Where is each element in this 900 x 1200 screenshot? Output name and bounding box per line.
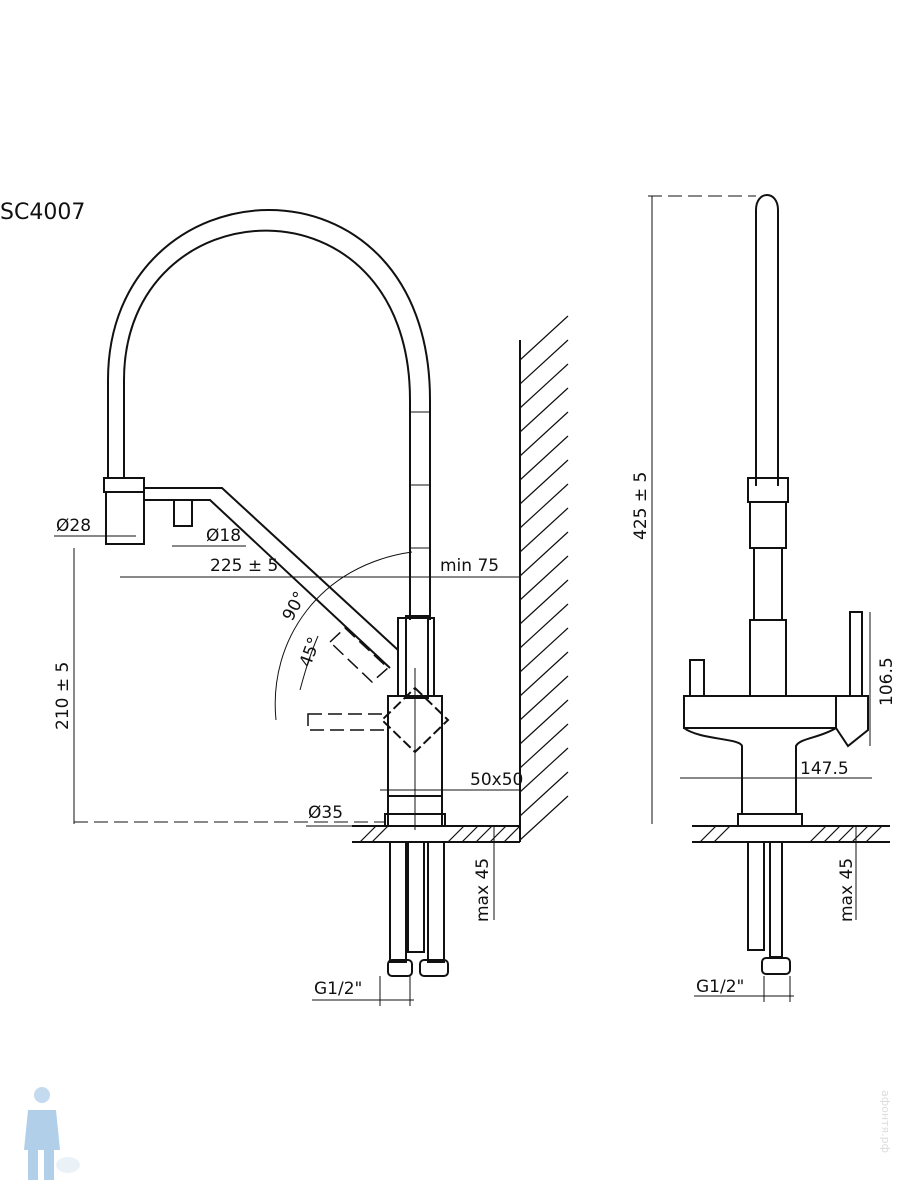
wall-hatch-line xyxy=(519,675,569,721)
wall-hatch-line xyxy=(519,411,569,457)
wall-hatch-line xyxy=(519,315,569,361)
dim-g12-front: G1/2" xyxy=(314,979,362,999)
dim-d35: Ø35 xyxy=(308,803,343,823)
dim-d28: Ø28 xyxy=(56,516,91,536)
wall-hatch-line xyxy=(519,651,569,697)
dim-d18: Ø18 xyxy=(206,526,241,546)
dim-height-425: 425 ± 5 xyxy=(631,472,651,540)
wall-hatch-line xyxy=(519,459,569,505)
wall-hatch-line xyxy=(519,723,569,769)
front-view: 90° 45° Ø28 Ø18 xyxy=(53,209,569,1006)
dim-g12-side: G1/2" xyxy=(696,977,744,997)
wall-hatch-line xyxy=(519,507,569,553)
dim-reach: 225 ± 5 xyxy=(210,556,278,576)
plumber-logo xyxy=(24,1087,80,1180)
dim-height-106: 106.5 xyxy=(877,657,897,706)
wall-hatch-line xyxy=(519,339,569,385)
wall-hatch-line xyxy=(519,627,569,673)
wall-hatch-line xyxy=(519,795,569,841)
side-view: 425 ± 5 106.5 147.5 max 45 G1/2" xyxy=(631,194,897,1002)
wall-hatch-line xyxy=(519,555,569,601)
wall-hatch-line xyxy=(519,579,569,625)
wall-hatch-line xyxy=(519,603,569,649)
wall-hatch-line xyxy=(519,699,569,745)
dim-width-147: 147.5 xyxy=(800,759,849,779)
wall-hatch-line xyxy=(519,363,569,409)
dim-height-210: 210 ± 5 xyxy=(53,662,73,730)
wall-hatch-line xyxy=(519,435,569,481)
dim-angle-45: 45° xyxy=(296,635,325,670)
dim-min75: min 75 xyxy=(440,556,499,576)
model-title: SC4007 xyxy=(0,200,86,225)
dim-max45-front: max 45 xyxy=(473,858,493,922)
wall-hatch-line xyxy=(519,747,569,793)
wall-hatch-line xyxy=(519,483,569,529)
dim-angle-90: 90° xyxy=(279,588,311,624)
dim-max45-side: max 45 xyxy=(837,858,857,922)
wall-hatch-line xyxy=(519,531,569,577)
wall-hatch-line xyxy=(519,771,569,817)
wall-hatch-line xyxy=(519,387,569,433)
dim-base-50x50: 50x50 xyxy=(470,770,523,790)
